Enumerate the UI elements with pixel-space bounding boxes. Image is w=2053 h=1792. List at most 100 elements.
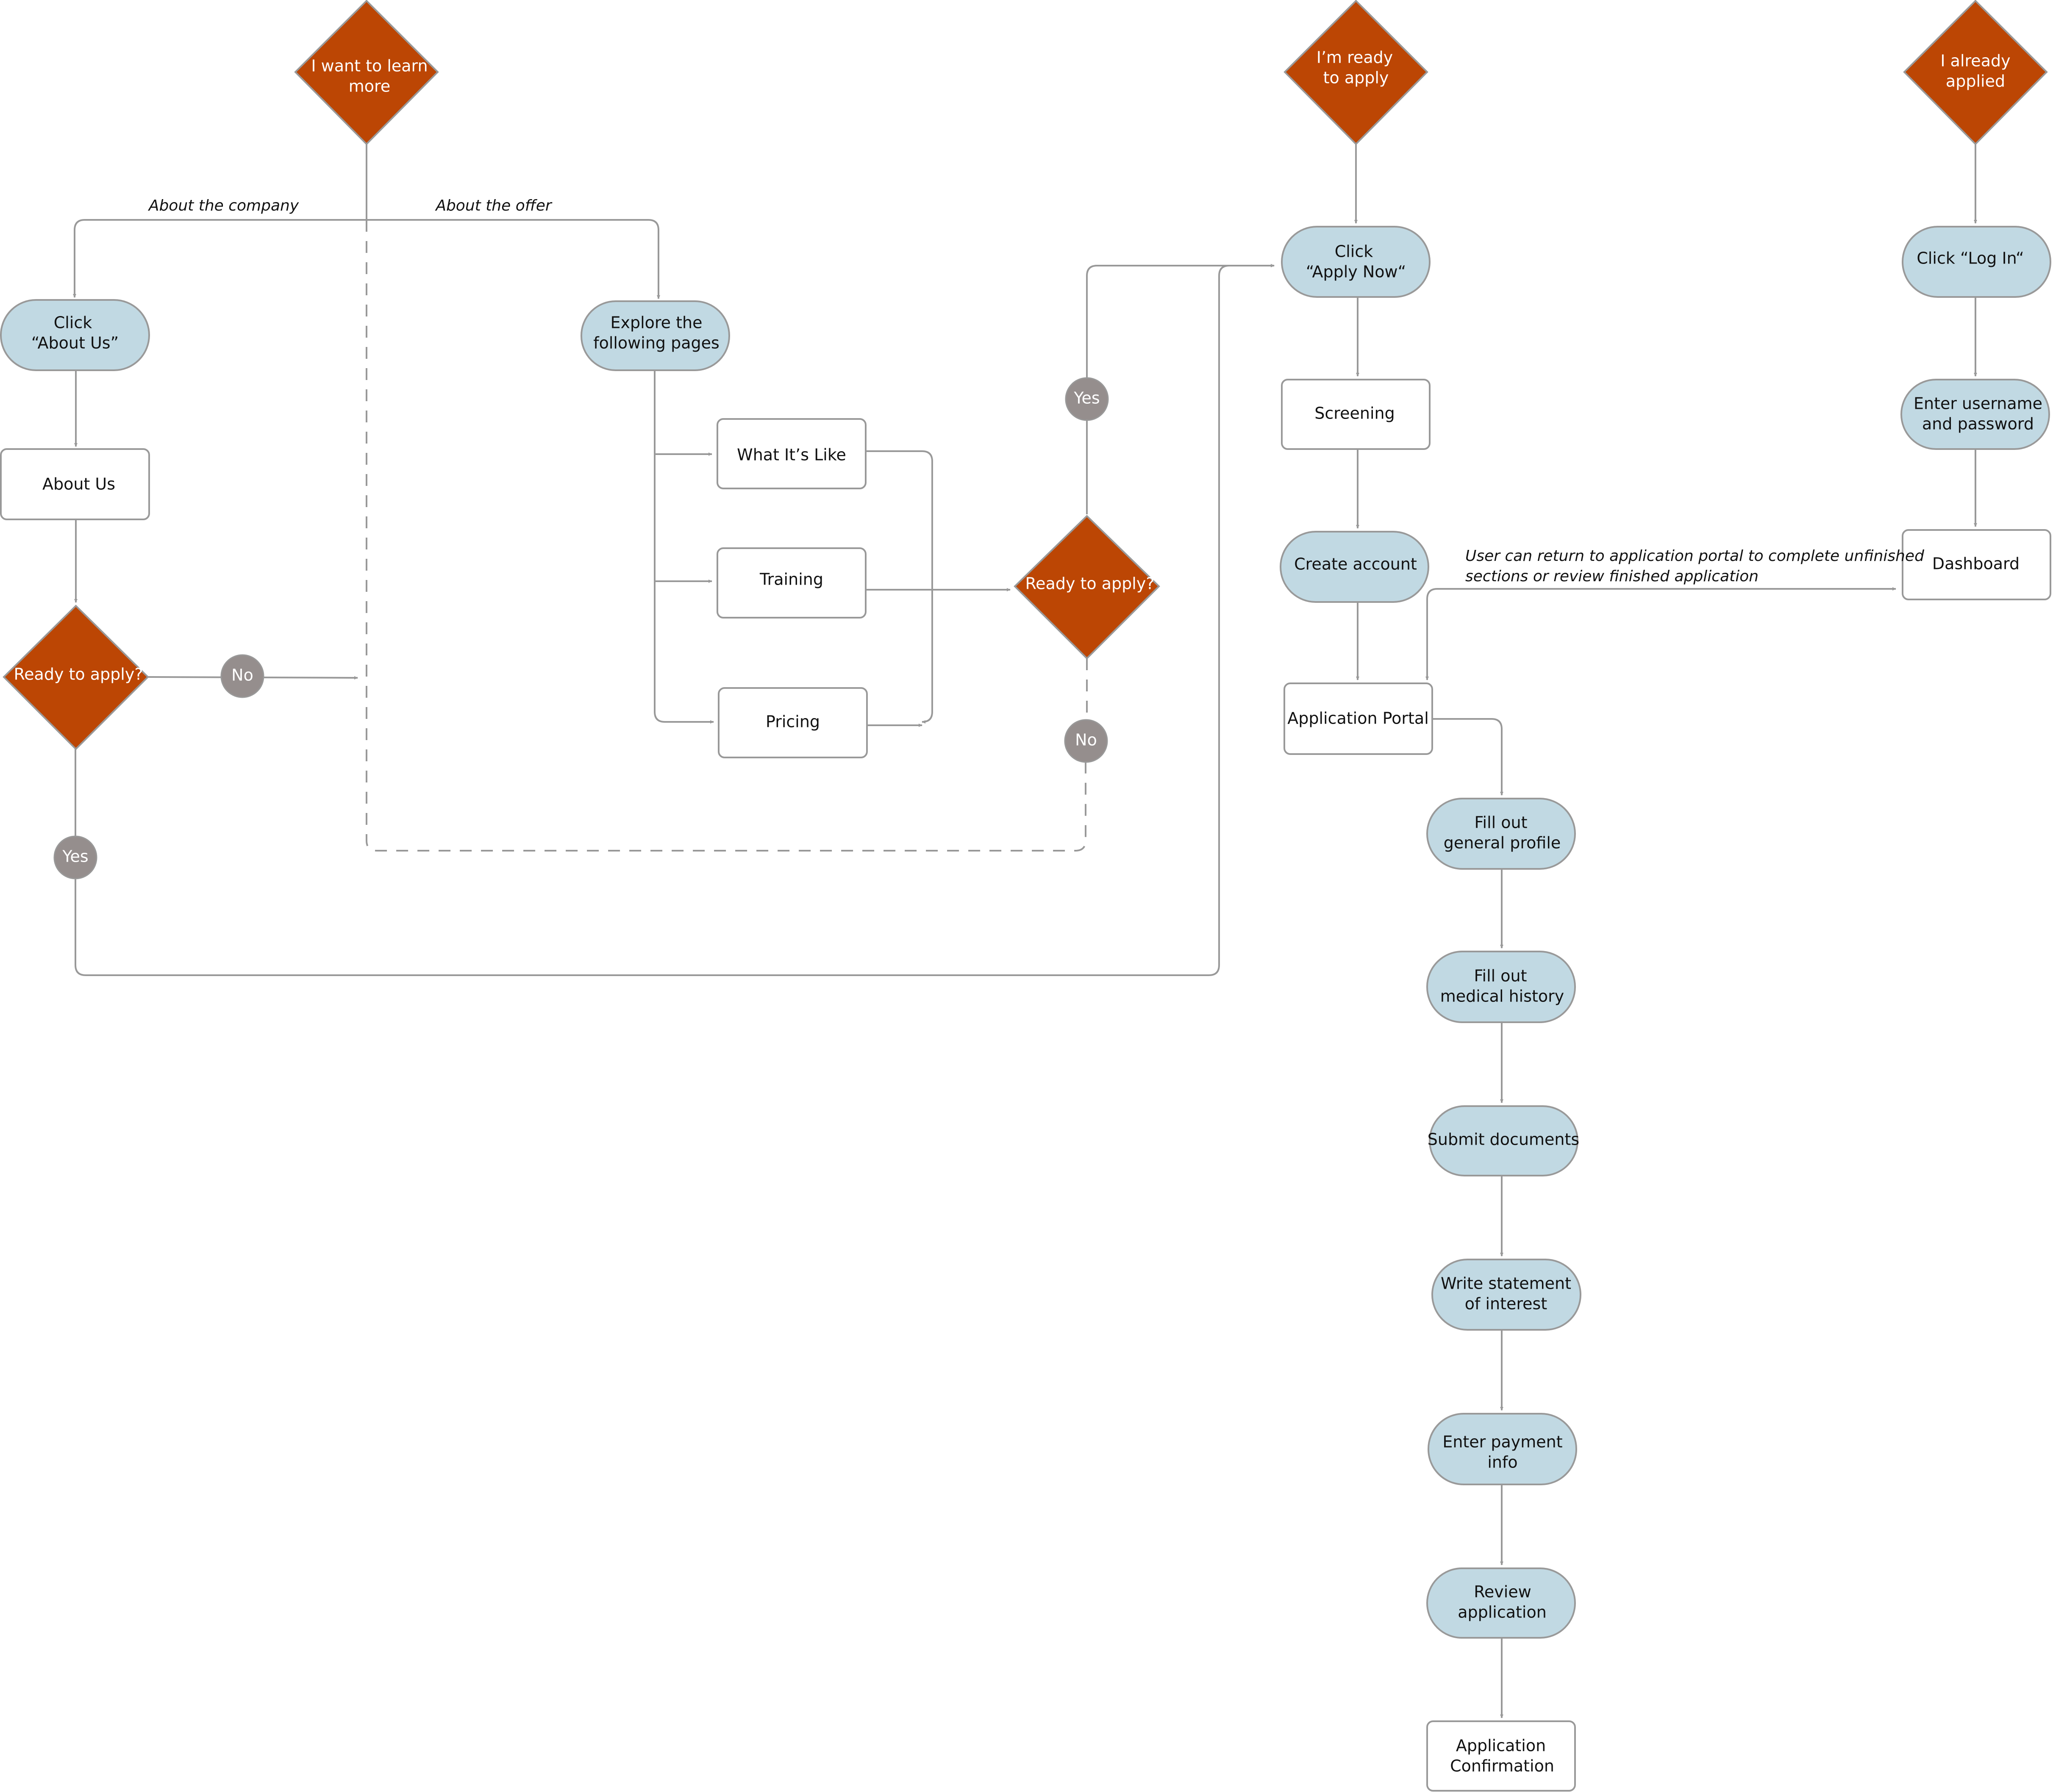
page-label-line1: Application [1456,1737,1546,1755]
action-review-application[interactable]: Review application [1426,1567,1576,1639]
action-click-apply-now[interactable]: Click “Apply Now“ [1281,226,1431,298]
page-about-us[interactable]: About Us [0,448,150,520]
badge-circle [1065,377,1109,421]
badge-no-left: No [220,654,264,698]
annotation-line2: sections or review finished application [1465,568,1759,585]
page-box [1281,379,1431,450]
badge-circle [1064,719,1108,763]
badge-yes-center: Yes [1065,377,1109,421]
decision-label: Ready to apply? [14,665,143,684]
action-label-line1: Enter username [1914,394,2042,413]
edge-portal-to-profile [1432,718,1503,796]
page-application-portal[interactable]: Application Portal [1283,682,1433,755]
decision-diamond [1283,0,1428,145]
decision-label-line1: I already [1940,52,2010,70]
decision-label-line2: more [349,77,390,96]
page-box [717,418,867,489]
action-pill [1426,951,1576,1023]
badge-circle [53,835,97,879]
page-label-line2: Confirmation [1450,1757,1554,1775]
decision-diamond [1014,515,1160,660]
page-box [1426,1720,1576,1792]
badge-label: Yes [1073,389,1100,408]
action-submit-documents[interactable]: Submit documents [1428,1105,1579,1176]
action-label: Submit documents [1428,1130,1579,1149]
action-pill [1429,1105,1578,1176]
action-pill [1428,1413,1577,1485]
decision-label-line1: I want to learn [311,57,428,75]
action-label-line2: “Apply Now“ [1306,263,1406,281]
edge-to-explore [367,219,660,299]
page-label: What It’s Like [737,446,846,464]
page-box [717,547,867,619]
action-explore-pages[interactable]: Explore the following pages [581,300,730,371]
page-training[interactable]: Training [717,547,867,619]
badge-circle [220,654,264,698]
decision-diamond [294,0,439,145]
badge-yes-left: Yes [53,835,97,879]
edge-explore-trunk [654,370,665,723]
page-box [0,448,150,520]
action-pill [0,299,150,371]
page-label: About Us [42,475,115,494]
action-create-account[interactable]: Create account [1280,531,1429,603]
decision-learn-more[interactable]: I want to learn more [294,0,439,145]
edge-to-about-us [73,219,367,298]
edge-loop-dashed [366,220,1086,852]
action-enter-payment[interactable]: Enter payment info [1428,1413,1577,1485]
page-label: Pricing [766,713,820,731]
edge-left-yes [75,264,1275,976]
badge-label: Yes [62,847,88,866]
decision-diamond [3,605,149,750]
badge-label: No [231,666,253,685]
action-enter-credentials[interactable]: Enter username and password [1900,379,2050,450]
decision-already-applied[interactable]: I already applied [1903,0,2048,145]
action-label-line2: info [1487,1453,1517,1472]
action-label-line1: Click [1335,242,1373,261]
decision-label-line2: to apply [1323,69,1389,87]
action-label-line1: Fill out [1474,967,1527,985]
page-screening[interactable]: Screening [1281,379,1431,450]
decision-ready-center[interactable]: Ready to apply? [1014,515,1160,660]
decision-ready-to-apply-entry[interactable]: I’m ready to apply [1283,0,1428,145]
badge-no-center: No [1064,719,1108,763]
action-label: Click “Log In“ [1917,249,2024,268]
action-label: Create account [1294,555,1417,574]
action-pill [1281,226,1431,298]
action-label-line1: Write statement [1441,1274,1571,1293]
action-fill-general-profile[interactable]: Fill out general profile [1426,798,1576,870]
page-box [1902,529,2051,600]
decision-diamond [1903,0,2048,145]
action-write-statement[interactable]: Write statement of interest [1431,1259,1581,1331]
page-label: Training [759,570,823,589]
action-label-line2: general profile [1444,834,1561,852]
page-box [1283,682,1433,755]
connectors [73,144,1977,1718]
decision-label: Ready to apply? [1025,574,1154,593]
action-label-line1: Review [1474,1583,1531,1601]
badge-label: No [1075,731,1097,749]
action-click-log-in[interactable]: Click “Log In“ [1902,226,2051,298]
page-box [718,687,868,758]
annotation-line1: User can return to application portal to… [1465,547,1925,565]
page-dashboard[interactable]: Dashboard [1902,529,2051,600]
decision-ready-left[interactable]: Ready to apply? [3,605,149,750]
edge-dashboard-portal-return [1426,587,1896,678]
action-label-line1: Explore the [610,313,702,332]
page-what-its-like[interactable]: What It’s Like [717,418,867,489]
page-label: Dashboard [1932,555,2020,573]
action-pill [1431,1259,1581,1331]
action-fill-medical-history[interactable]: Fill out medical history [1426,951,1576,1023]
decision-label-line1: I’m ready [1317,48,1393,67]
page-pricing[interactable]: Pricing [718,687,868,758]
branch-label-about-company: About the company [148,197,299,214]
action-pill [581,300,730,371]
action-pill [1280,531,1429,603]
action-label-line1: Fill out [1474,813,1527,832]
page-label: Screening [1314,404,1395,423]
page-application-confirmation[interactable]: Application Confirmation [1426,1720,1576,1792]
action-pill [1426,798,1576,870]
action-click-about-us[interactable]: Click “About Us” [0,299,150,371]
action-label-line1: Enter payment [1442,1433,1562,1451]
